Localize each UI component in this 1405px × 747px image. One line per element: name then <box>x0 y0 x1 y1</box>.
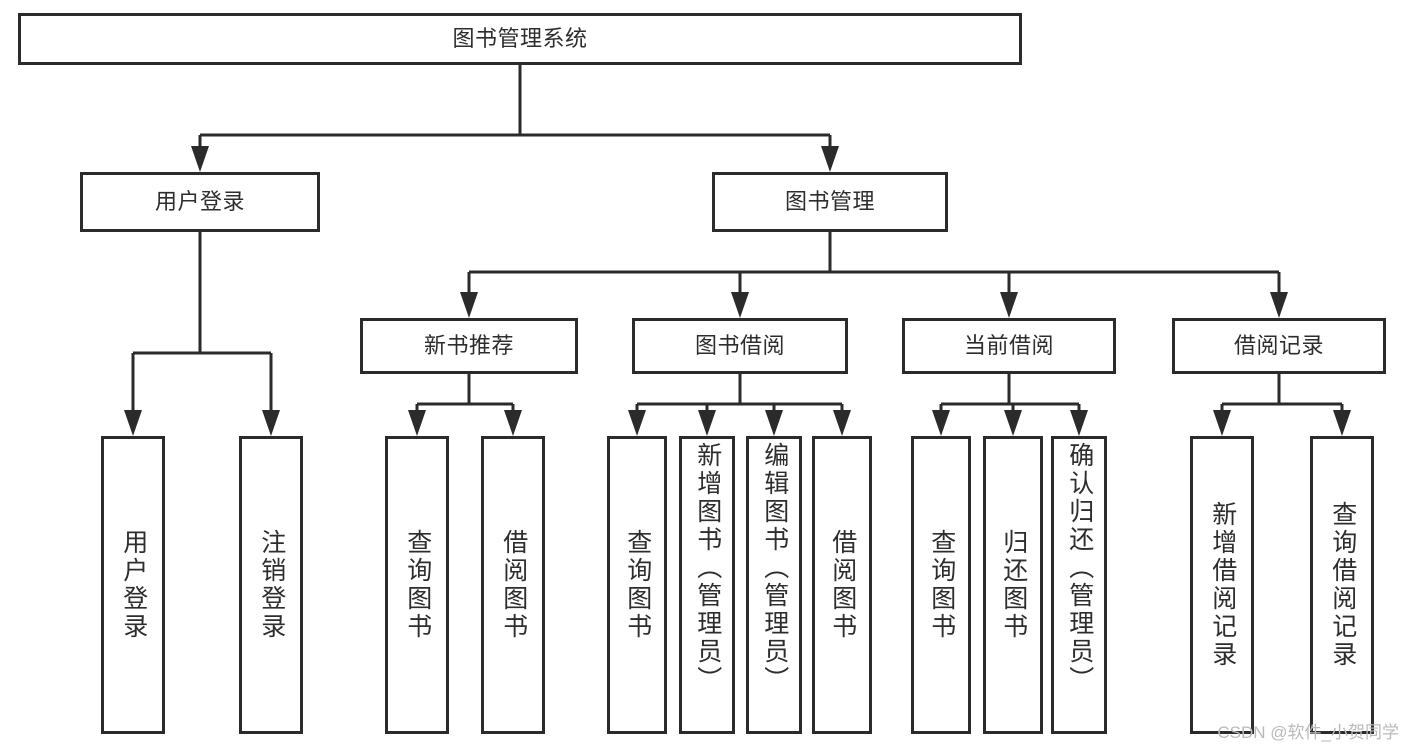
level3-1-to-leaves-arrowhead-0 <box>628 410 646 436</box>
book-mgmt-to-level3-arrowhead-0 <box>460 292 478 318</box>
connector-lines <box>124 65 1351 436</box>
leaf-node-box-11[interactable] <box>1190 436 1254 734</box>
leaf-node-box-5[interactable] <box>679 436 735 734</box>
level3-3-to-leaves-arrowhead-1 <box>1333 410 1351 436</box>
leaf-node-box-0[interactable] <box>101 436 165 734</box>
root-to-level2-arrowhead-1 <box>821 146 839 172</box>
leaf-node-box-7[interactable] <box>812 436 872 734</box>
book-mgmt-to-level3-arrowhead-3 <box>1270 292 1288 318</box>
root-node-box-0[interactable] <box>18 13 1022 65</box>
level3-2-to-leaves-arrowhead-2 <box>1070 410 1088 436</box>
level3-0-to-leaves-arrowhead-0 <box>408 410 426 436</box>
leaf-node-box-4[interactable] <box>607 436 667 734</box>
watermark-text: CSDN @软件_小贺同学 <box>1217 723 1399 742</box>
leaf-node-box-9[interactable] <box>983 436 1043 734</box>
level3-node-box-2[interactable] <box>902 318 1116 374</box>
level3-2-to-leaves-arrowhead-0 <box>932 410 950 436</box>
leaf-node-box-12[interactable] <box>1310 436 1374 734</box>
node-boxes <box>18 13 1386 734</box>
leaf-node-box-1[interactable] <box>239 436 303 734</box>
user-login-to-leaves-arrowhead-1 <box>262 410 280 436</box>
level3-node-box-3[interactable] <box>1172 318 1386 374</box>
book-mgmt-to-level3-arrowhead-1 <box>731 292 749 318</box>
level3-1-to-leaves-arrowhead-3 <box>833 410 851 436</box>
leaf-node-box-6[interactable] <box>746 436 802 734</box>
level3-1-to-leaves-arrowhead-2 <box>765 410 783 436</box>
leaf-node-box-8[interactable] <box>911 436 971 734</box>
leaf-node-box-2[interactable] <box>385 436 449 734</box>
user-login-to-leaves-arrowhead-0 <box>124 410 142 436</box>
root-to-level2-arrowhead-0 <box>191 146 209 172</box>
level3-node-box-1[interactable] <box>632 318 848 374</box>
leaf-node-box-3[interactable] <box>481 436 545 734</box>
level2-node-box-1[interactable] <box>712 172 948 232</box>
level3-2-to-leaves-arrowhead-1 <box>1004 410 1022 436</box>
book-mgmt-to-level3-arrowhead-2 <box>1000 292 1018 318</box>
level3-node-box-0[interactable] <box>360 318 578 374</box>
level3-3-to-leaves-arrowhead-0 <box>1213 410 1231 436</box>
leaf-node-box-10[interactable] <box>1051 436 1107 734</box>
level2-node-box-0[interactable] <box>80 172 320 232</box>
level3-0-to-leaves-arrowhead-1 <box>504 410 522 436</box>
level3-1-to-leaves-arrowhead-1 <box>698 410 716 436</box>
